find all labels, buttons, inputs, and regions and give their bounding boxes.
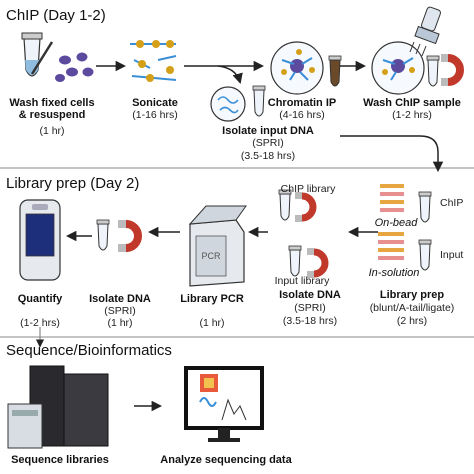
step-wash-chip-sample: Wash ChIP sample xyxy=(363,97,461,109)
step-quantify-time: (1-2 hrs) xyxy=(20,317,60,329)
section-title-library: Library prep (Day 2) xyxy=(6,175,140,192)
input-tube-icon xyxy=(252,85,266,117)
arrow-to-input xyxy=(217,65,243,85)
step-chromatin-ip-time: (4-16 hrs) xyxy=(279,109,325,121)
input-tube-lib-icon xyxy=(418,239,432,271)
in-solution-icon xyxy=(378,232,404,260)
step-quantify: Quantify xyxy=(17,293,63,305)
step-library-pcr-time: (1 hr) xyxy=(199,317,225,329)
magnet-icon-chip-library xyxy=(295,192,317,222)
nuclei-icon xyxy=(55,52,94,82)
chip-library-label: ChIP library xyxy=(280,183,336,195)
step-wash-chip-sample-time: (1-2 hrs) xyxy=(392,109,432,121)
in-solution-label: In-solution xyxy=(368,267,420,279)
step-sequence-libraries: Sequence libraries xyxy=(11,454,109,466)
sequencer-icon xyxy=(7,365,109,449)
on-bead-icon xyxy=(380,184,404,212)
input-library-tube-icon xyxy=(288,245,302,277)
step-isolate-dna-2: Isolate DNA xyxy=(279,289,341,301)
step-isolate-input-dna-method: (SPRI) xyxy=(252,137,284,149)
step-sonicate: Sonicate xyxy=(132,97,178,109)
step-isolate-dna-1: Isolate DNA xyxy=(89,293,151,305)
wash-tube-icon xyxy=(426,55,440,87)
step-isolate-dna-1-method: (SPRI) xyxy=(104,305,136,317)
step-isolate-dna-2-method: (SPRI) xyxy=(294,302,326,314)
on-bead-label: On-bead xyxy=(374,217,418,229)
section-title-sequence: Sequence/Bioinformatics xyxy=(6,342,172,359)
step-library-prep: Library prep xyxy=(379,289,445,301)
step-library-pcr: Library PCR xyxy=(180,293,244,305)
input-library-label: Input library xyxy=(274,275,330,287)
quantifier-device-icon xyxy=(19,199,61,281)
step-isolate-dna-1-time: (1 hr) xyxy=(107,317,133,329)
antibody-tube-icon xyxy=(328,55,342,87)
chip-tube-icon xyxy=(418,191,432,223)
monitor-icon xyxy=(184,366,264,442)
multichannel-pipette-icon xyxy=(409,6,441,57)
step-library-prep-method: (blunt/A-tail/ligate) xyxy=(369,302,455,314)
sonicated-chromatin-icon xyxy=(130,40,177,82)
step-wash-fixed-cells: Wash fixed cells xyxy=(9,97,95,109)
magnet-icon-isolate xyxy=(118,220,142,252)
input-dna-circle-icon xyxy=(210,86,246,122)
step-isolate-input-dna-time: (3.5-18 hrs) xyxy=(240,150,296,162)
wash-ip-circle-icon xyxy=(371,41,425,95)
chromatin-ip-circle-icon xyxy=(270,41,324,95)
step-library-prep-time: (2 hrs) xyxy=(396,315,428,327)
step-isolate-input-dna: Isolate input DNA xyxy=(222,125,314,137)
step-analyze-data: Analyze sequencing data xyxy=(160,454,292,466)
magnet-icon-input-library xyxy=(307,248,329,278)
step-sonicate-time: (1-16 hrs) xyxy=(132,109,178,121)
arrow-to-library-prep xyxy=(340,135,444,173)
step-wash-fixed-cells-2: & resuspend xyxy=(18,109,86,121)
cell-tube-icon xyxy=(21,32,43,77)
step-wash-fixed-cells-time: (1 hr) xyxy=(39,125,65,137)
isolate-dna-tube-icon xyxy=(96,219,110,251)
step-chromatin-ip: Chromatin IP xyxy=(267,97,337,109)
chip-tag-label: ChIP xyxy=(440,197,464,209)
magnet-icon-chip xyxy=(441,54,464,86)
pcr-machine-icon xyxy=(188,205,247,287)
chip-library-tube-icon xyxy=(278,189,292,221)
pipette-icon xyxy=(30,41,54,75)
step-isolate-dna-2-time: (3.5-18 hrs) xyxy=(282,315,338,327)
section-title-chip: ChIP (Day 1-2) xyxy=(6,7,106,24)
pcr-machine-label: PCR xyxy=(201,251,221,261)
input-tag-label: Input xyxy=(440,249,464,261)
